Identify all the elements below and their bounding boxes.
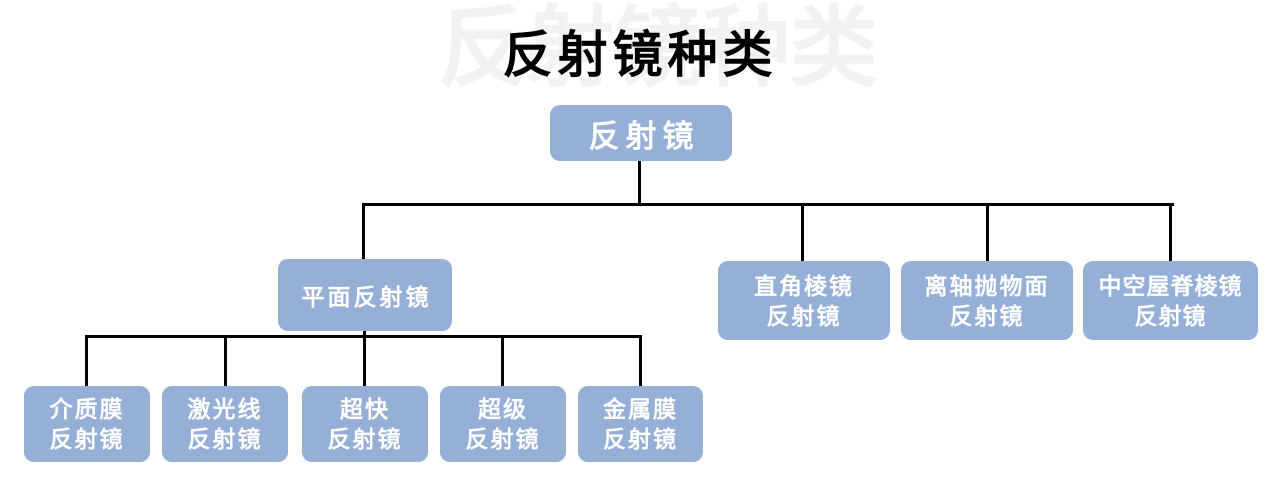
- connector-drop-laser-line: [224, 335, 227, 388]
- connector-planar-vertical: [363, 329, 366, 337]
- node-metallic-film-mirror: 金属膜 反射镜: [578, 386, 703, 462]
- node-right-angle-prism-mirror: 直角棱镜 反射镜: [718, 261, 890, 340]
- connector-root-vertical: [638, 160, 641, 205]
- connector-drop-super: [501, 335, 504, 388]
- page-title: 反射镜种类: [502, 27, 778, 83]
- node-reflector-root: 反射镜: [550, 105, 732, 161]
- connector-level2-horizontal: [362, 203, 1174, 206]
- node-off-axis-parabolic-mirror: 离轴抛物面 反射镜: [901, 261, 1073, 340]
- node-laser-line-mirror: 激光线 反射镜: [162, 386, 288, 462]
- connector-drop-dielectric-film: [85, 335, 88, 388]
- connector-drop-right-angle-prism: [801, 203, 804, 263]
- connector-drop-ultrafast: [363, 335, 366, 388]
- connector-drop-metallic-film: [639, 335, 642, 388]
- watermark-title: 反射镜种类: [437, 0, 879, 97]
- connector-drop-hollow-roof-prism: [1169, 203, 1172, 263]
- node-ultrafast-mirror: 超快 反射镜: [302, 386, 428, 462]
- connector-drop-off-axis-parabolic: [986, 203, 989, 263]
- node-planar-mirror: 平面反射镜: [278, 259, 452, 331]
- connector-drop-planar-mirror: [362, 203, 365, 261]
- node-dielectric-film-mirror: 介质膜 反射镜: [24, 386, 150, 462]
- node-super-mirror: 超级 反射镜: [440, 386, 566, 462]
- node-hollow-roof-prism-mirror: 中空屋脊棱镜 反射镜: [1083, 261, 1258, 340]
